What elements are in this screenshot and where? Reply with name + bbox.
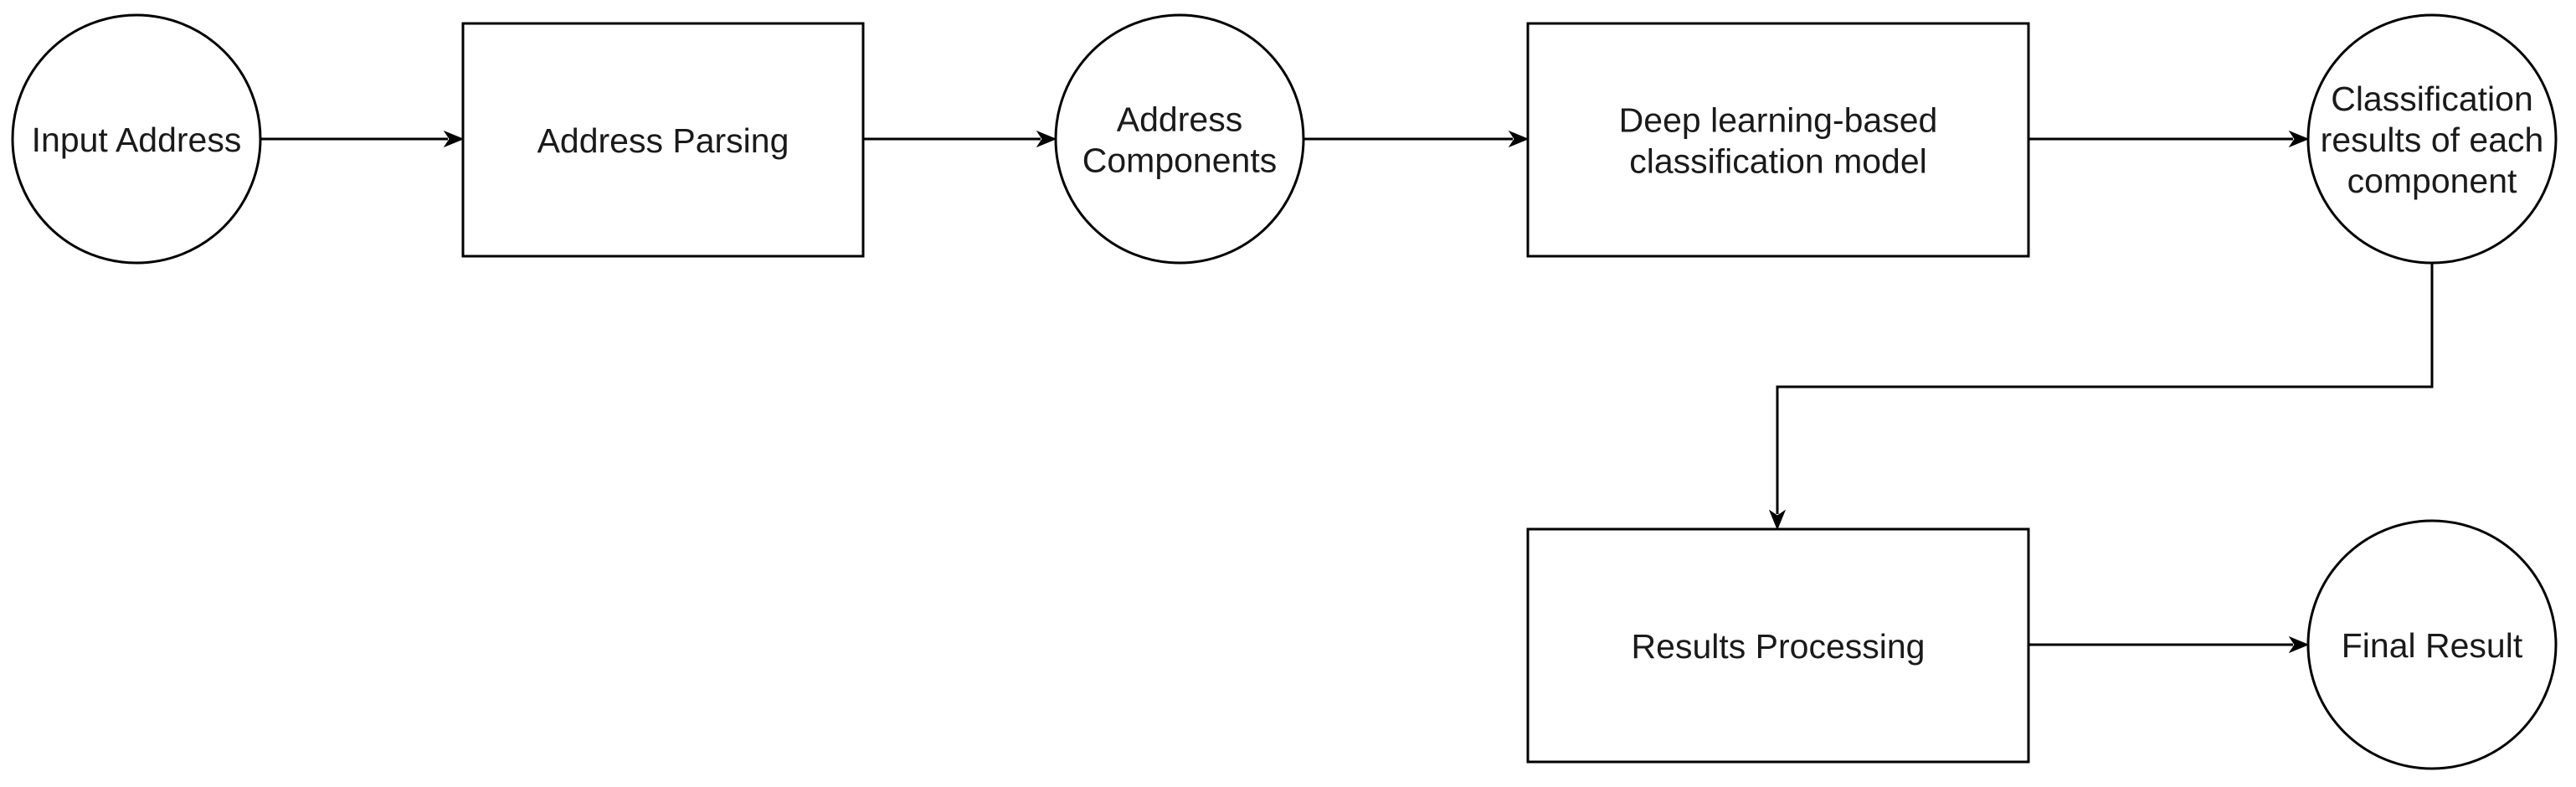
edge-results-processing-to-final-result <box>2028 635 2310 654</box>
arrowhead-icon <box>1508 130 1530 148</box>
node-label: Input Address <box>32 121 242 159</box>
node-label: Address Parsing <box>537 121 789 160</box>
edge-classification-model-to-classification-results <box>2028 130 2310 148</box>
node-label: Classification <box>2331 80 2533 118</box>
edges-layer <box>260 130 2434 654</box>
node-label: Deep learning-based <box>1619 100 1938 139</box>
node-input-address: Input Address <box>11 13 262 265</box>
node-label: classification model <box>1629 141 1927 180</box>
edge-address-components-to-classification-model <box>1303 130 1530 148</box>
rect-shape <box>1526 527 2030 764</box>
circle-shape <box>1054 13 1305 265</box>
circle-shape <box>11 13 262 265</box>
node-results-processing: Results Processing <box>1526 527 2030 764</box>
node-final-result: Final Result <box>2306 519 2558 770</box>
rect-shape <box>461 22 865 258</box>
arrowhead-icon <box>2288 635 2310 654</box>
node-label: Final Result <box>2342 626 2523 665</box>
connector-line <box>1776 263 2434 514</box>
node-label: Components <box>1082 141 1277 179</box>
edge-input-address-to-address-parsing <box>260 130 465 148</box>
edge-address-parsing-to-address-components <box>863 130 1057 148</box>
node-address-parsing: Address Parsing <box>461 22 865 258</box>
circle-shape <box>2306 13 2558 265</box>
arrowhead-icon <box>443 130 465 148</box>
node-label: component <box>2347 162 2517 200</box>
edge-classification-results-to-results-processing <box>1768 263 2434 531</box>
nodes-layer: Input Address Address Parsing AddressCompo… <box>11 13 2558 770</box>
node-label: Address <box>1117 100 1242 138</box>
rect-shape <box>1526 22 2030 258</box>
arrowhead-icon <box>2288 130 2310 148</box>
node-label: results of each <box>2321 121 2544 159</box>
node-label: Results Processing <box>1632 627 1926 666</box>
circle-shape <box>2306 519 2558 770</box>
arrowhead-icon <box>1036 130 1057 148</box>
arrowhead-icon <box>1768 509 1787 531</box>
